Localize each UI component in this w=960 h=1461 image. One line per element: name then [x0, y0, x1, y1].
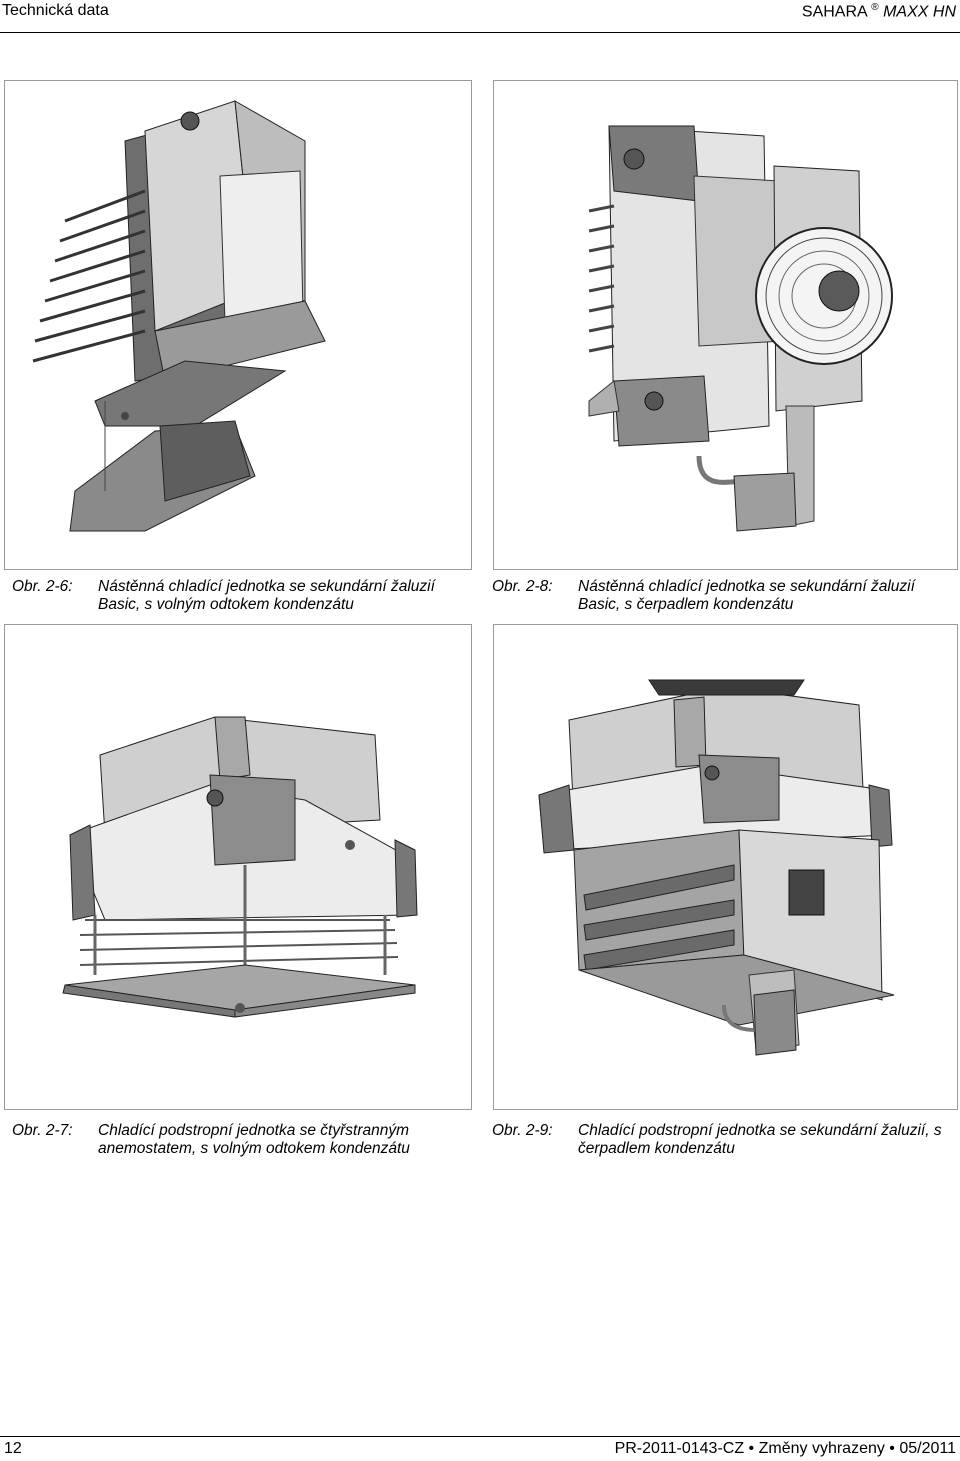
ceiling-unit-anemostat-drawing	[62, 716, 418, 1018]
header-product-name: SAHARA ® MAXX HN	[802, 2, 956, 21]
figure-2-7-label: Obr. 2-7:	[12, 1122, 73, 1139]
registered-mark: ®	[871, 2, 879, 13]
figure-2-6-label: Obr. 2-6:	[12, 578, 73, 595]
figure-2-8-caption: Obr. 2-8: Nástěnná chladící jednotka se …	[492, 578, 956, 618]
figure-2-8-caption-text: Nástěnná chladící jednotka se sekundární…	[578, 578, 915, 613]
figure-2-8-label: Obr. 2-8:	[492, 578, 553, 595]
figure-2-8-frame	[493, 80, 958, 570]
wall-unit-pump-drawing	[588, 125, 893, 532]
figure-2-9-caption-text: Chladící podstropní jednotka se sekundár…	[578, 1122, 942, 1157]
ceiling-unit-pump-drawing	[538, 679, 895, 1056]
figure-2-6-frame	[4, 80, 472, 570]
figure-2-7-caption-text: Chladící podstropní jednotka se čtyřstra…	[98, 1122, 410, 1157]
header-section-title: Technická data	[2, 2, 109, 19]
wall-unit-free-drain-drawing	[32, 100, 326, 532]
document-info: PR-2011-0143-CZ • Změny vyhrazeny • 05/2…	[614, 1440, 956, 1457]
brand-name: SAHARA	[801, 3, 867, 21]
figure-2-7-caption: Obr. 2-7: Chladící podstropní jednotka s…	[12, 1122, 476, 1162]
model-name: MAXX HN	[883, 3, 956, 21]
header-rule	[0, 32, 960, 33]
figure-2-6-caption-text: Nástěnná chladící jednotka se sekundární…	[98, 578, 435, 613]
figure-2-7-frame	[4, 624, 472, 1110]
figure-2-9-caption: Obr. 2-9: Chladící podstropní jednotka s…	[492, 1122, 956, 1162]
figure-2-6-caption: Obr. 2-6: Nástěnná chladící jednotka se …	[12, 578, 476, 618]
figure-2-9-label: Obr. 2-9:	[492, 1122, 553, 1139]
page-number: 12	[4, 1440, 22, 1457]
figure-2-9-frame	[493, 624, 958, 1110]
footer-rule	[0, 1436, 960, 1437]
